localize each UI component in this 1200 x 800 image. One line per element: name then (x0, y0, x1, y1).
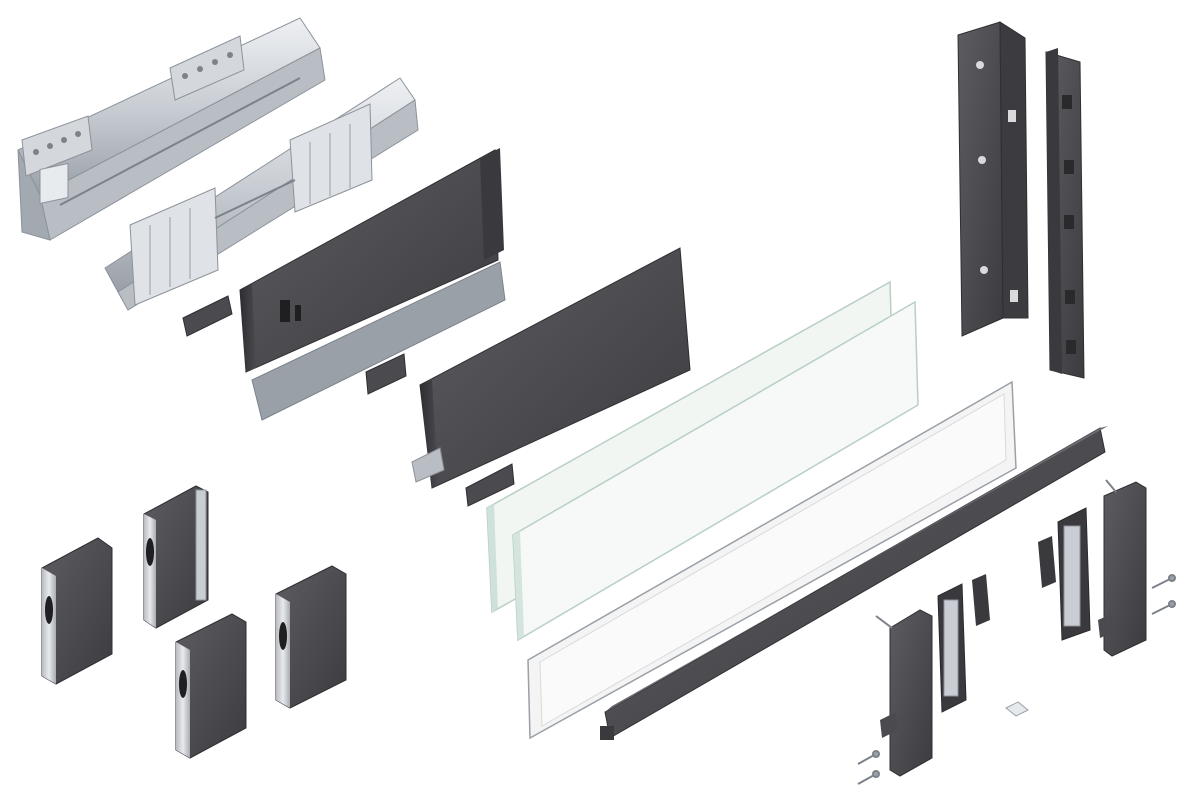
clip-right (1038, 536, 1056, 588)
back-bracket-left (957, 21, 1029, 337)
drawer-runner-rear (17, 17, 326, 241)
clip-left (972, 574, 990, 626)
glass-side-panel-2 (512, 300, 919, 642)
front-connector-1 (41, 537, 113, 685)
front-adjuster-left (937, 583, 967, 713)
long-rail (600, 426, 1108, 740)
small-clip (1005, 701, 1029, 717)
front-adjuster-right (1057, 507, 1091, 641)
front-connector-3 (175, 613, 247, 759)
front-connector-4 (275, 565, 347, 709)
drawer-side-panel-left (239, 148, 506, 421)
front-fixing-bracket-right (1098, 479, 1147, 657)
frosted-glass-panel (527, 380, 1017, 740)
drawer-runner-front (104, 77, 419, 311)
front-connector-2 (143, 485, 209, 629)
screws (857, 574, 1176, 785)
drawer-side-panel-right (411, 247, 691, 489)
back-bracket-right (1045, 48, 1085, 379)
front-fixing-bracket-left (875, 609, 933, 777)
